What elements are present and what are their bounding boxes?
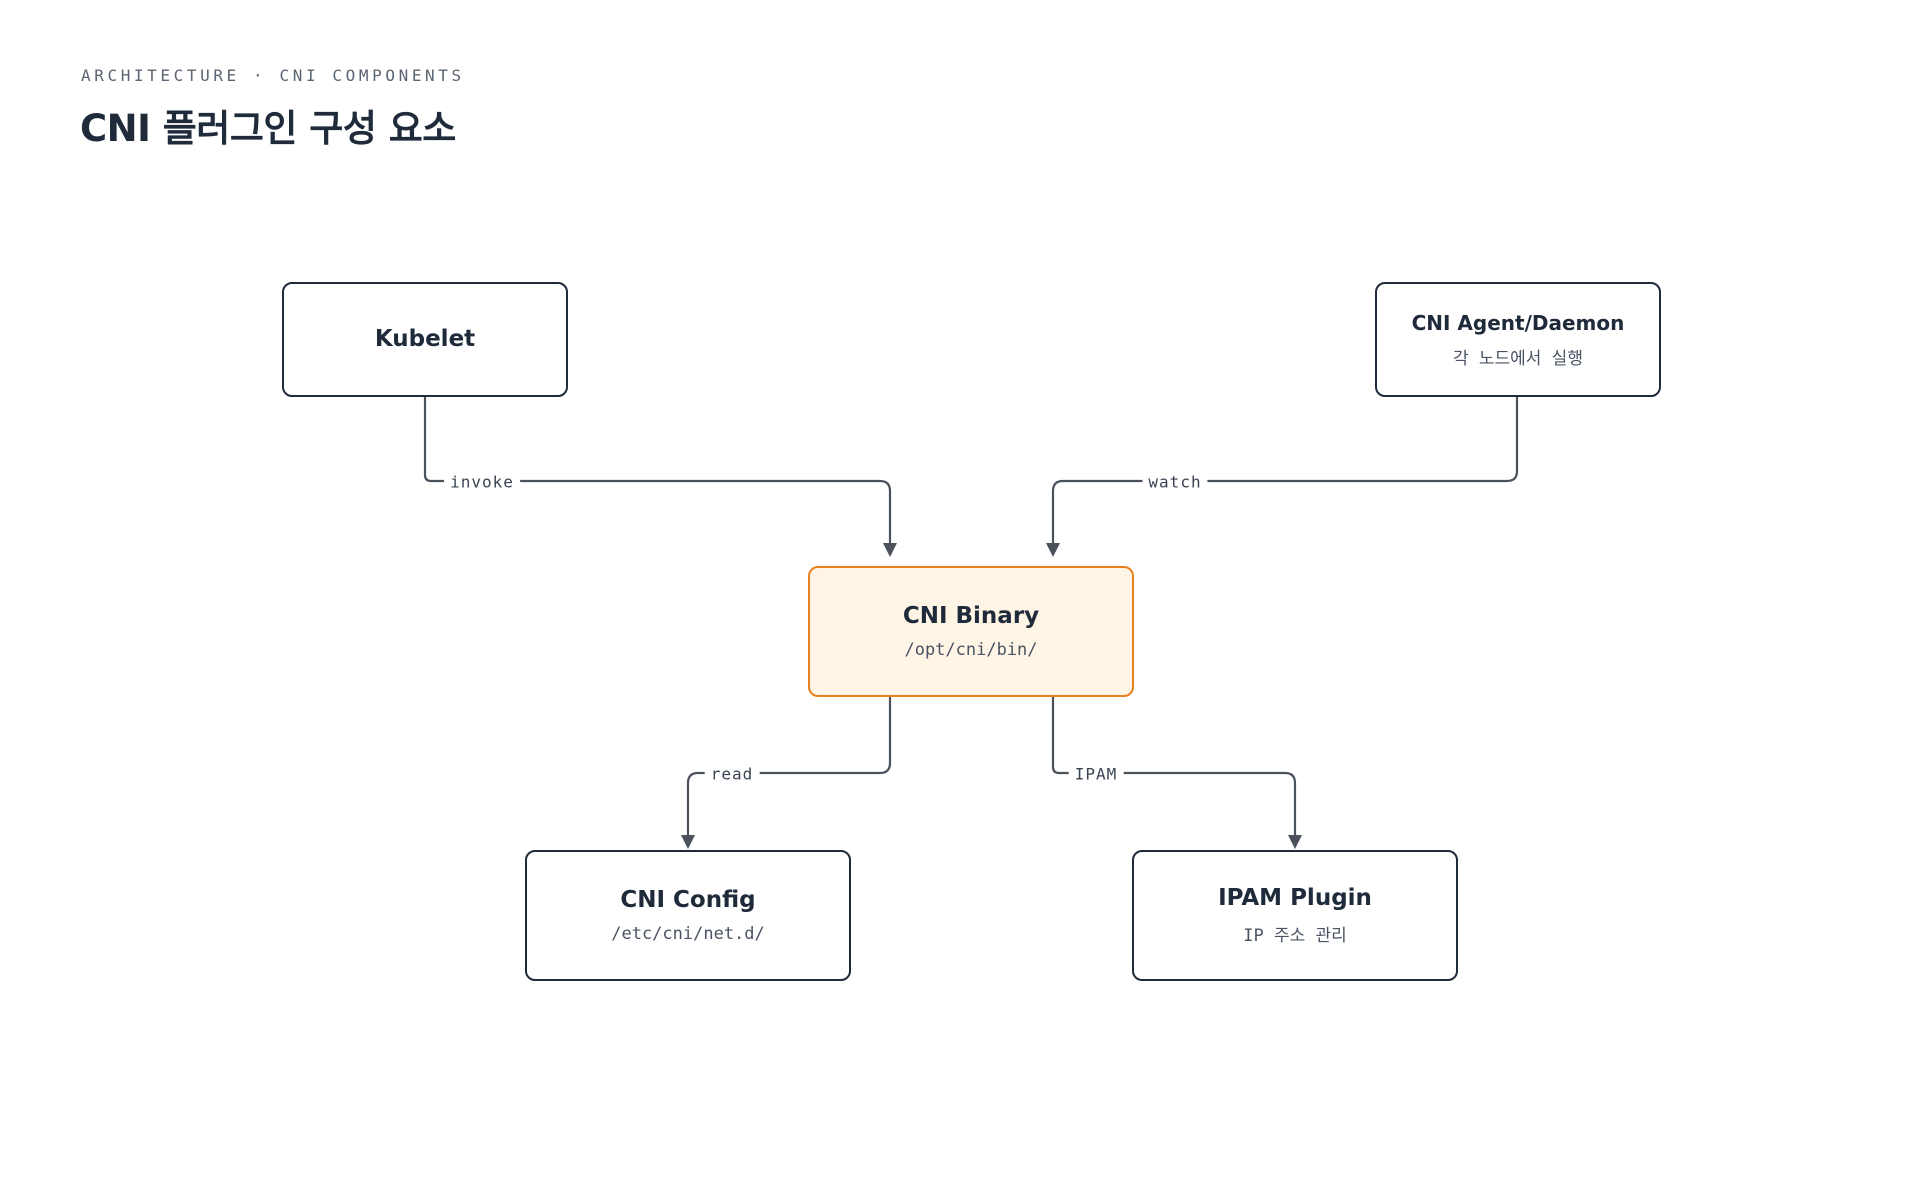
node-cni-binary: CNI Binary /opt/cni/bin/ — [808, 566, 1134, 697]
node-cni-agent: CNI Agent/Daemon 각 노드에서 실행 — [1375, 282, 1661, 397]
edge-read — [681, 697, 892, 849]
node-cni-config: CNI Config /etc/cni/net.d/ — [525, 850, 851, 981]
node-cni-agent-title: CNI Agent/Daemon — [1411, 310, 1625, 335]
node-kubelet: Kubelet — [282, 282, 568, 397]
node-cni-binary-subtitle: /opt/cni/bin/ — [904, 639, 1038, 660]
edge-label-read: read — [704, 764, 760, 784]
page-title: CNI 플러그인 구성 요소 — [80, 107, 456, 150]
node-cni-config-subtitle: /etc/cni/net.d/ — [611, 923, 765, 944]
node-cni-binary-title: CNI Binary — [902, 603, 1040, 630]
node-cni-agent-subtitle: 각 노드에서 실행 — [1453, 348, 1583, 369]
node-ipam-plugin-title: IPAM Plugin — [1218, 884, 1372, 911]
edge-ipam — [1051, 697, 1302, 849]
edge-label-ipam: IPAM — [1068, 764, 1124, 784]
node-ipam-plugin: IPAM Plugin IP 주소 관리 — [1132, 850, 1458, 981]
edge-invoke — [423, 397, 897, 557]
edge-label-watch: watch — [1142, 472, 1208, 492]
edge-watch — [1046, 397, 1519, 557]
edge-label-invoke: invoke — [444, 472, 520, 492]
node-kubelet-title: Kubelet — [374, 325, 476, 352]
eyebrow-label: ARCHITECTURE · CNI COMPONENTS — [81, 66, 465, 85]
node-ipam-plugin-subtitle: IP 주소 관리 — [1243, 926, 1347, 947]
node-cni-config-title: CNI Config — [620, 887, 756, 914]
